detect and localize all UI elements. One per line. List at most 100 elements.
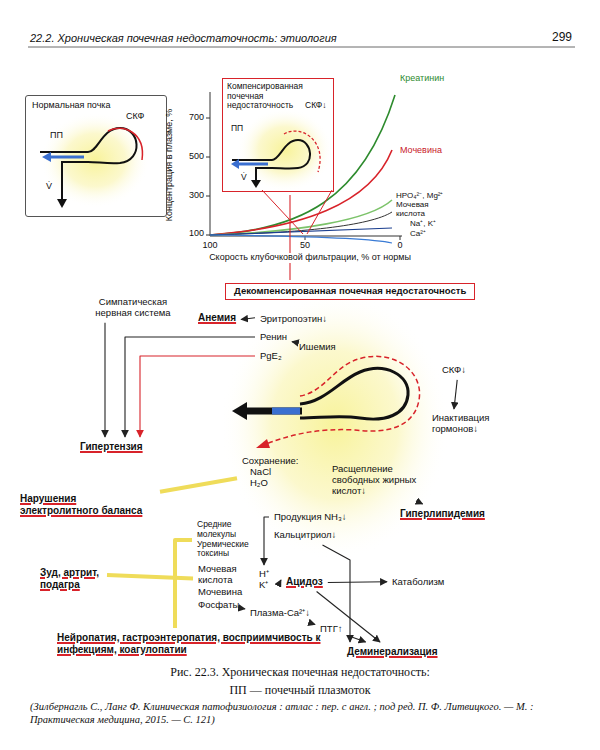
node-text: Нормальная почка [32, 100, 111, 110]
diagram-node: Гипертензия [78, 440, 145, 454]
diagram-node: Нейропатия, гастроэнтеропатия, восприимч… [55, 631, 324, 656]
diagram-node: Декомпенсированная почечная недостаточно… [225, 283, 475, 300]
gfr-arc [108, 128, 142, 160]
arrowhead [251, 180, 261, 188]
kidney-sketch [232, 356, 420, 448]
kidney-glow [220, 290, 450, 560]
diagram-node: Сохранение:NaCl H₂O [240, 455, 300, 490]
arrowhead [57, 199, 67, 208]
header-rule [28, 47, 575, 48]
diagram-node: Плазма-Ca²⁺↓ [248, 607, 312, 620]
connector-arrow [454, 380, 457, 409]
diagram-node: Деминерализация [345, 645, 440, 659]
diagram-node: Катаболизм [390, 576, 446, 589]
compensated-kidney-sketch [231, 131, 320, 188]
leader-line [262, 190, 332, 234]
text-label: 500 [189, 152, 204, 162]
connector-arrow [140, 356, 255, 437]
connector-arrow [328, 581, 387, 583]
text-label: 300 [189, 191, 204, 201]
diagram-node: Расщепление свободных жирных кислот↓ [330, 463, 419, 498]
node-text: PgE₂ [260, 351, 282, 362]
diagram-node: PgE₂ [258, 350, 284, 363]
text-label: HPO₄²⁻, Mg²⁺ [396, 192, 444, 201]
diagram-node: Симпатическая нервная система [86, 296, 180, 320]
diagram-node: Ишемия [297, 341, 338, 354]
text-label: 22.2. Хроническая почечная недостаточнос… [30, 32, 337, 44]
chart-curves [210, 95, 395, 243]
node-text: NaCl H₂O [250, 467, 280, 489]
connector-arrow [416, 501, 423, 504]
node-text: Эритропоэтин↓ [260, 314, 327, 325]
arrowhead [42, 152, 51, 162]
text-label: Na⁺, K⁺ [410, 220, 436, 229]
nephron-loop [300, 369, 408, 420]
connector-arrow [241, 318, 255, 320]
text-label: Скорость клубочковой фильтрации, % от но… [207, 253, 413, 263]
connector-arrow [317, 592, 380, 643]
connector-arrow [107, 575, 193, 579]
node-text: Анемия [198, 312, 236, 324]
connector-arrow [310, 623, 315, 625]
plasma-flow [50, 156, 84, 159]
connector-arrow [104, 323, 105, 437]
arrowhead [232, 402, 247, 420]
connector-arrow [264, 517, 269, 565]
tubule-flow [246, 408, 302, 415]
node-text: Плазма-Ca²⁺↓ [250, 608, 310, 619]
connector-arrow [289, 195, 290, 280]
node-text: Гиперлипидемия [400, 508, 485, 520]
diagram-node: Нарушения электролитного баланса [18, 492, 157, 517]
node-text: ПП [50, 130, 63, 140]
arrowhead [231, 159, 239, 169]
diagram-node: Мочевая кислота [196, 563, 248, 587]
gfr-dashed [266, 356, 420, 444]
node-text: Расщепление свободных жирных кислот↓ [332, 464, 417, 497]
node-text: Ренин [260, 332, 287, 343]
diagram-node: Зуд, артрит, подагра [38, 566, 104, 591]
text-label: Креатинин [400, 74, 444, 84]
diagram-node: Нормальная почкаППСКФV̇ [25, 95, 167, 217]
node-text: СКФ↓ [442, 365, 466, 376]
node-text: Декомпенсированная почечная недостаточно… [234, 286, 466, 297]
diagram-node: СКФ↓ [440, 364, 468, 377]
node-text: V̇ [46, 181, 52, 191]
text-label: Мочевая кислота [396, 201, 438, 219]
node-text: Гипертензия [80, 441, 143, 453]
diagram-node: Средние молекулы Уремические токсины [195, 519, 259, 560]
connector-arrow [348, 635, 366, 642]
node-text: H⁺ K⁺ [259, 569, 275, 591]
arrowhead [256, 439, 270, 448]
diagram-node: Инактивация гормонов↓ [430, 412, 514, 436]
plasma-flow [238, 163, 268, 166]
node-text: ПП [231, 124, 243, 134]
node-text: Зуд, артрит, подагра [40, 567, 102, 590]
node-text: СКФ↓ [305, 101, 327, 111]
node-text: Мочевая кислота [198, 564, 246, 586]
y-axis [210, 92, 211, 236]
node-text: Средние молекулы Уремические токсины [197, 520, 257, 559]
text-label: 0 [397, 241, 402, 251]
diagram-node: Ренин [258, 331, 289, 344]
text-label: ПП — почечный плазмоток [229, 684, 370, 697]
creatinine-curve [210, 95, 395, 235]
connector-arrow [280, 580, 281, 582]
diagram-node: Кальцитриол↓ [272, 529, 338, 542]
text-label: 299 [552, 31, 572, 44]
tick-marks [206, 118, 400, 240]
diagram-node: ПТГ↑ [318, 623, 345, 636]
node-text: Деминерализация [347, 646, 438, 658]
node-text: Кальцитриол↓ [274, 530, 336, 541]
text-label: 100 [202, 241, 217, 251]
plasma-flow [272, 408, 300, 415]
node-text: Нарушения электролитного баланса [20, 493, 155, 516]
urea-curve [210, 150, 392, 235]
text-label: 50 [300, 241, 310, 251]
node-text: ПТГ↑ [320, 624, 343, 635]
diagram-node: Фосфаты [196, 599, 241, 612]
node-text: Ишемия [299, 342, 336, 353]
node-text: Мочевина [198, 587, 242, 598]
text-label: Концентрация в плазме, % [165, 109, 175, 222]
kidney-glow [40, 112, 150, 208]
